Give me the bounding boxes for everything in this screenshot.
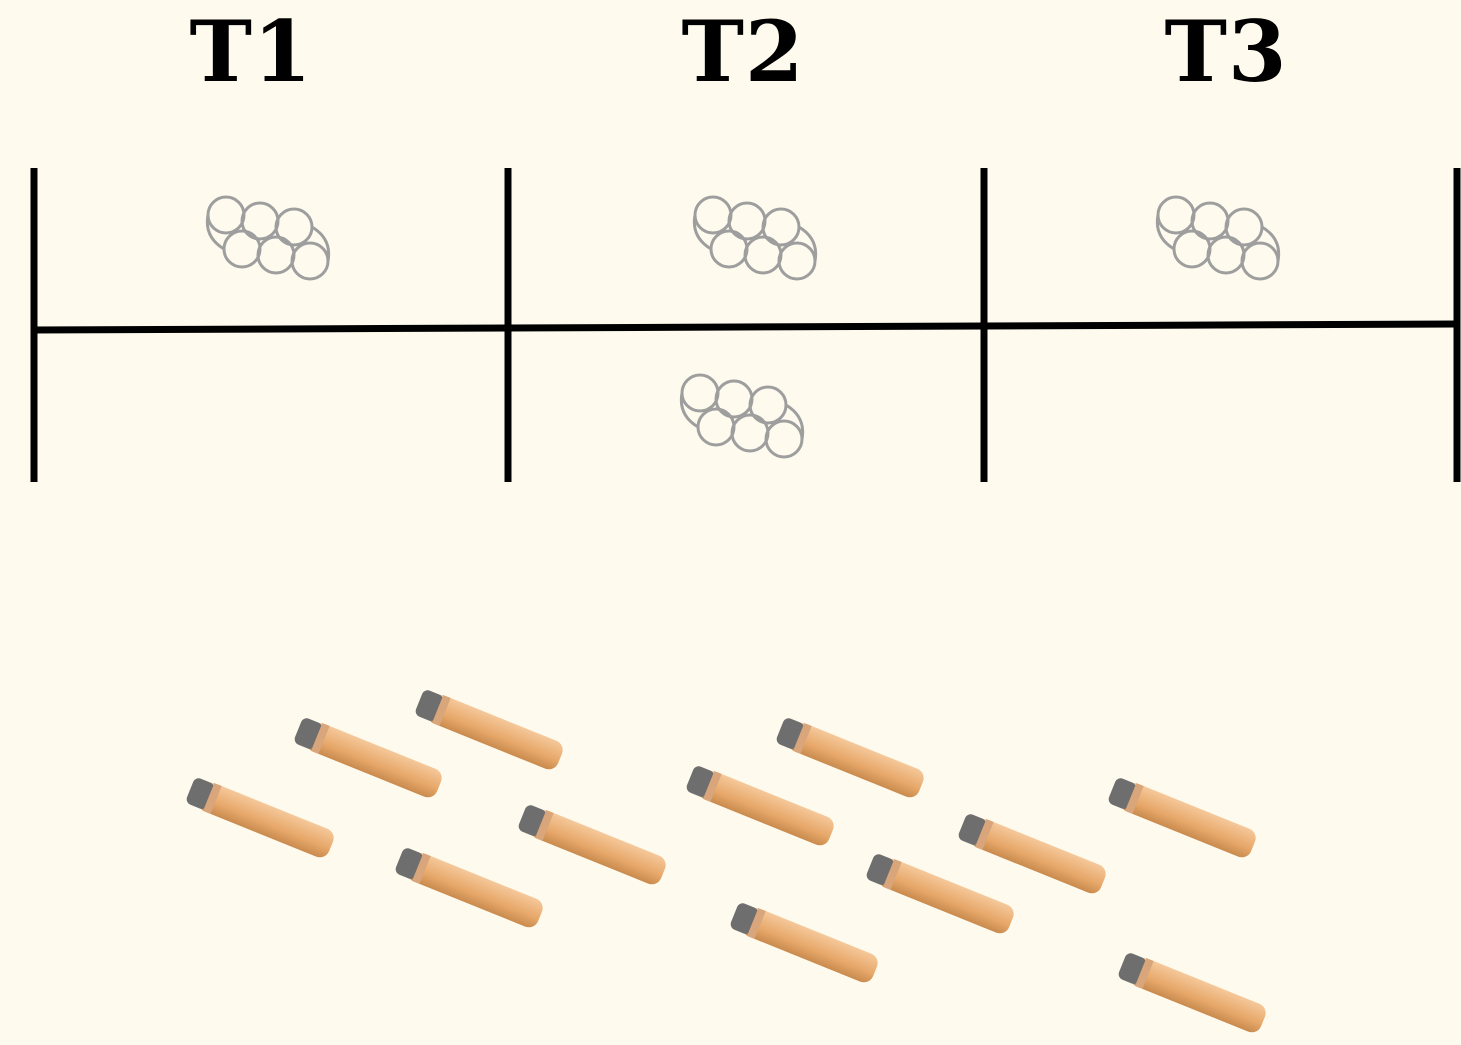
six-pack-ring-icon [679,373,805,459]
column-header-t2: T2 [681,2,805,101]
cigarette-butt-icon [395,848,543,928]
cigarette-butt-icon [294,718,442,798]
cigarette-butt-icon [866,854,1014,934]
cigarette-butt-icon [730,903,878,983]
six-pack-ring-icon [692,195,818,281]
cigarette-butt-icon [518,805,666,885]
cigarette-butt-icon [958,814,1106,894]
cigarette-butt-icon [415,690,563,770]
cigarette-butt-icon [776,718,924,798]
row-divider [32,320,1459,334]
cigarette-butt-icon [1118,953,1266,1033]
cigarette-butt-icon [1108,778,1256,858]
column-header-t1: T1 [189,2,313,101]
cigarette-butt-icon [686,766,834,846]
six-pack-ring-icon [205,195,331,281]
column-header-t3: T3 [1164,2,1288,101]
six-pack-ring-icon [1155,195,1281,281]
cigarette-butt-icon [186,778,334,858]
